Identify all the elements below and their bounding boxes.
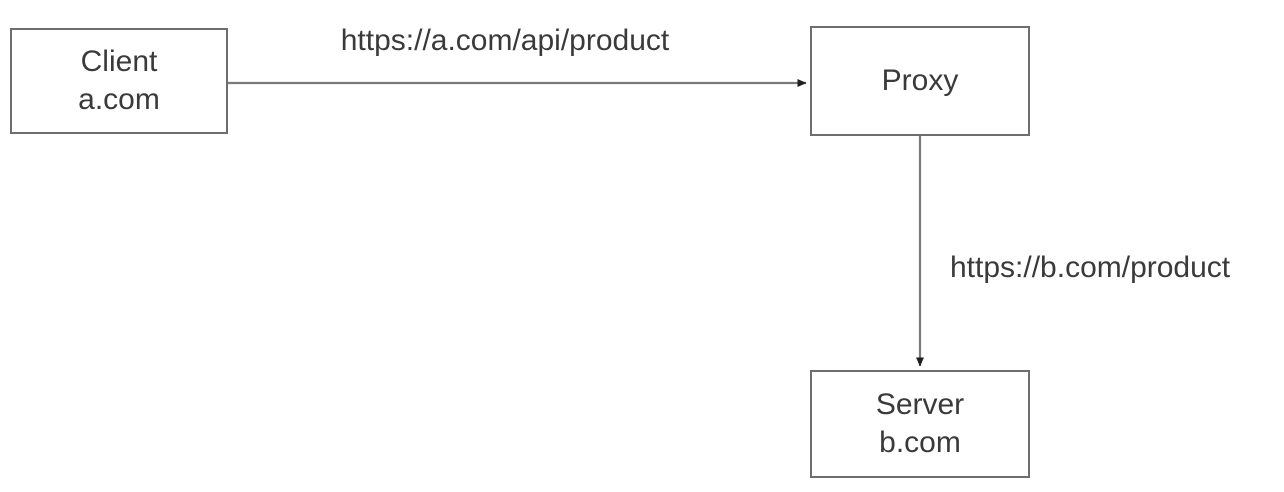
client-node-name: Client	[80, 44, 158, 78]
proxy-node-name: Proxy	[881, 63, 959, 97]
client-to-proxy-label: https://a.com/api/product	[340, 24, 670, 57]
proxy-to-server-label: https://b.com/product	[950, 251, 1231, 284]
server-node-name: Server	[875, 387, 965, 421]
client-node-domain: a.com	[78, 83, 160, 116]
server-node: Server b.com	[810, 370, 1030, 478]
server-node-domain: b.com	[879, 426, 961, 459]
client-node: Client a.com	[10, 28, 228, 134]
proxy-node: Proxy	[810, 26, 1030, 136]
